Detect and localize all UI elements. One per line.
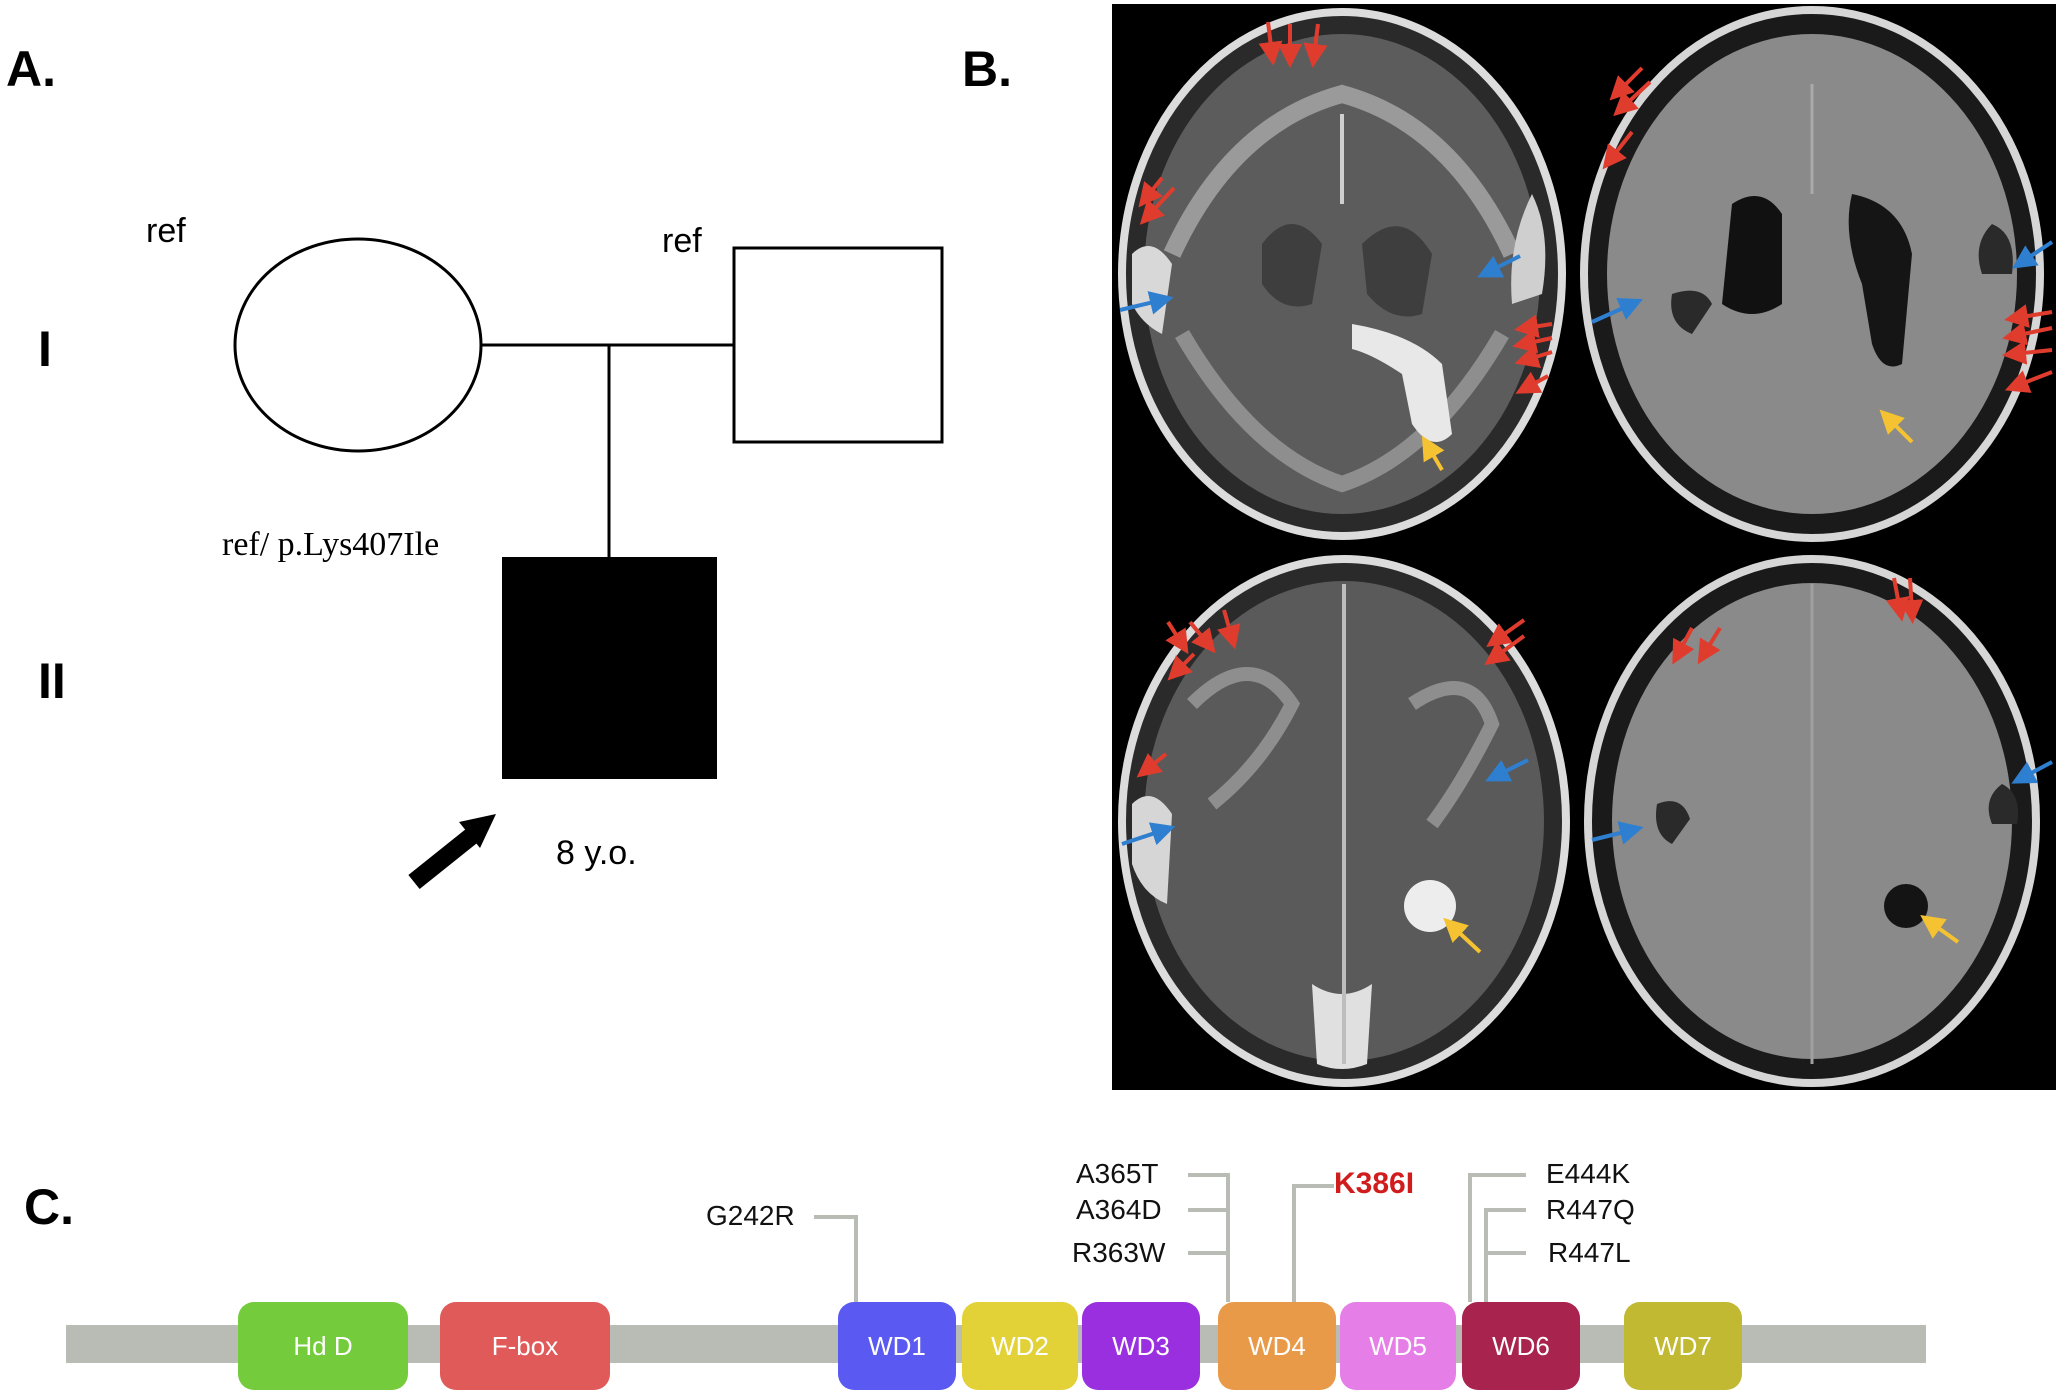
mutation-g242r: G242R bbox=[706, 1200, 795, 1231]
proband-symbol bbox=[502, 557, 717, 779]
domain-wd3: WD3 bbox=[1082, 1302, 1200, 1390]
proband-genotype: ref/ p.Lys407Ile bbox=[222, 526, 440, 563]
domain-wd7: WD7 bbox=[1624, 1302, 1742, 1390]
mri-flair-lower bbox=[1584, 555, 2040, 1087]
yellow-arrow-icons bbox=[1421, 409, 1960, 954]
mutation-k386i: K386I bbox=[1334, 1167, 1415, 1200]
mother-symbol bbox=[233, 237, 483, 453]
domain-wd4: WD4 bbox=[1218, 1302, 1336, 1390]
mutation-r447l: R447L bbox=[1548, 1237, 1631, 1268]
domain-wd6: WD6 bbox=[1462, 1302, 1580, 1390]
proband-age: 8 y.o. bbox=[556, 834, 637, 872]
domain-wd5: WD5 bbox=[1340, 1302, 1456, 1390]
blue-arrow-icons bbox=[1119, 240, 2054, 846]
domain-wd1: WD1 bbox=[838, 1302, 956, 1390]
domain-wd2: WD2 bbox=[962, 1302, 1078, 1390]
father-symbol bbox=[732, 246, 944, 444]
mri-flair-upper bbox=[1580, 6, 2044, 542]
mutation-r447q: R447Q bbox=[1546, 1194, 1635, 1225]
mri-image-grid bbox=[1112, 4, 2056, 1090]
generation-1-label: I bbox=[38, 321, 52, 377]
red-arrow-icons bbox=[1136, 21, 2053, 778]
mutation-e444k: E444K bbox=[1546, 1158, 1631, 1189]
generation-2-label: II bbox=[38, 653, 66, 709]
mutation-a365t: A365T bbox=[1076, 1158, 1159, 1189]
domain-hd-d: Hd D bbox=[238, 1302, 408, 1390]
mother-genotype: ref bbox=[146, 212, 186, 250]
domain-f-box: F-box bbox=[440, 1302, 610, 1390]
proband-arrow-icon bbox=[408, 814, 496, 890]
mutation-a364d: A364D bbox=[1076, 1194, 1162, 1225]
panel-a-label: A. bbox=[6, 41, 56, 97]
mutation-lollipop-lines bbox=[814, 1173, 1526, 1302]
father-genotype: ref bbox=[662, 222, 702, 260]
panel-c-label: C. bbox=[24, 1179, 74, 1235]
mri-t2-upper bbox=[1118, 8, 1566, 540]
mutation-r363w: R363W bbox=[1072, 1237, 1166, 1268]
pedigree-chart bbox=[233, 237, 944, 890]
panel-b-label: B. bbox=[962, 41, 1012, 97]
